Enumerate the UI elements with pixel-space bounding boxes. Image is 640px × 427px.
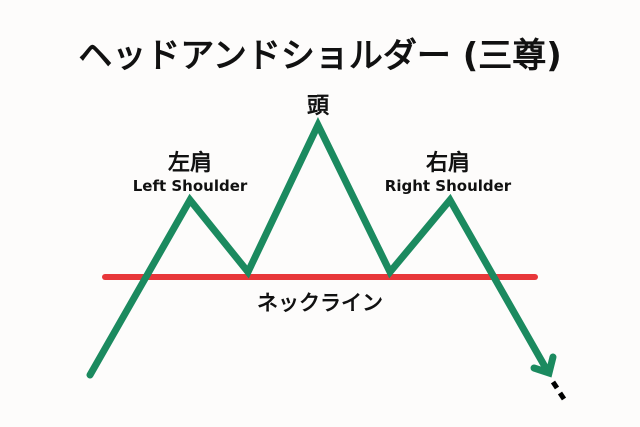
arrow-head-icon (530, 353, 557, 378)
continuation-dash (550, 380, 560, 390)
continuation-dash (557, 391, 567, 401)
right-shoulder-jp: 右肩 (425, 151, 471, 176)
neckline-label: ネックライン (257, 291, 383, 315)
left-shoulder-jp: 左肩 (167, 151, 213, 176)
right-shoulder-label: 右肩 Right Shoulder (385, 145, 511, 195)
left-shoulder-label: 左肩 Left Shoulder (133, 145, 248, 195)
page-title: ヘッドアンドショルダー (三尊) (78, 36, 562, 76)
head-label: 頭 (306, 94, 330, 119)
left-shoulder-en: Left Shoulder (132, 177, 248, 195)
price-line (86, 116, 552, 379)
right-shoulder-en: Right Shoulder (384, 177, 512, 195)
